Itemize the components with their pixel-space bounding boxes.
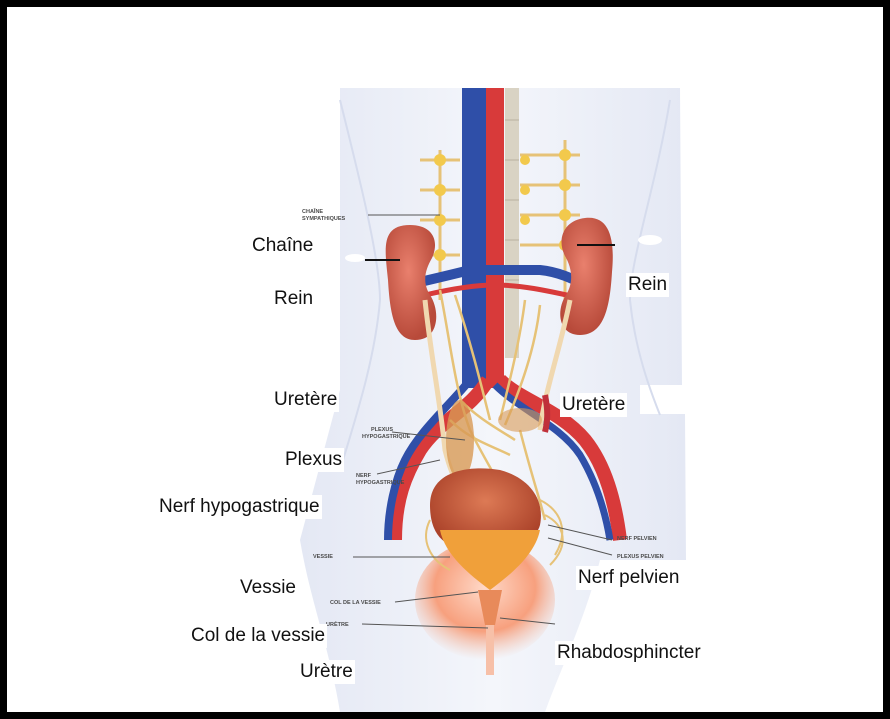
- left-mark: [345, 254, 365, 262]
- vena-cava: [462, 88, 486, 388]
- aorta: [486, 88, 504, 388]
- printed-uretre: URÈTRE: [326, 620, 349, 628]
- label-uretre: Urètre: [298, 660, 355, 684]
- label-col-de-la-vessie: Col de la vessie: [189, 624, 327, 648]
- spine: [505, 88, 519, 358]
- right-mark: [638, 235, 662, 245]
- label-vessie: Vessie: [238, 576, 298, 600]
- printed-col: COL DE LA VESSIE: [330, 600, 381, 606]
- printed-plexus-pelvien: PLEXUS PELVIEN: [617, 554, 664, 560]
- label-uretere-left: Uretère: [272, 388, 339, 412]
- printed-nerf-2: HYPOGASTRIQUE: [356, 480, 405, 486]
- urethra: [486, 625, 494, 675]
- printed-nerf-1: NERF: [356, 473, 372, 479]
- label-nerf-pelvien: Nerf pelvien: [576, 566, 681, 590]
- seminal-vesicle: [498, 408, 542, 432]
- printed-nerf-pelvien: NERF PELVIEN: [617, 536, 657, 542]
- label-rein-left: Rein: [272, 287, 315, 311]
- printed-plexus-1: PLEXUS: [371, 427, 393, 433]
- printed-chaine-1: CHAÎNE: [302, 207, 323, 215]
- ureter-right-red: [545, 395, 547, 432]
- printed-vessie: VESSIE: [313, 554, 333, 560]
- hypogastric-plexus: [446, 400, 474, 480]
- label-rhabdosphincter: Rhabdosphincter: [555, 641, 703, 665]
- label-chaine: Chaîne: [250, 234, 315, 258]
- label-rein-right: Rein: [626, 273, 669, 297]
- printed-chaine-2: SYMPATHIQUES: [302, 216, 346, 222]
- label-nerf-hypogastrique: Nerf hypogastrique: [157, 495, 322, 519]
- printed-plexus-2: HYPOGASTRIQUE: [362, 434, 411, 440]
- label-uretere-right: Uretère: [560, 393, 627, 417]
- label-plexus: Plexus: [283, 448, 344, 472]
